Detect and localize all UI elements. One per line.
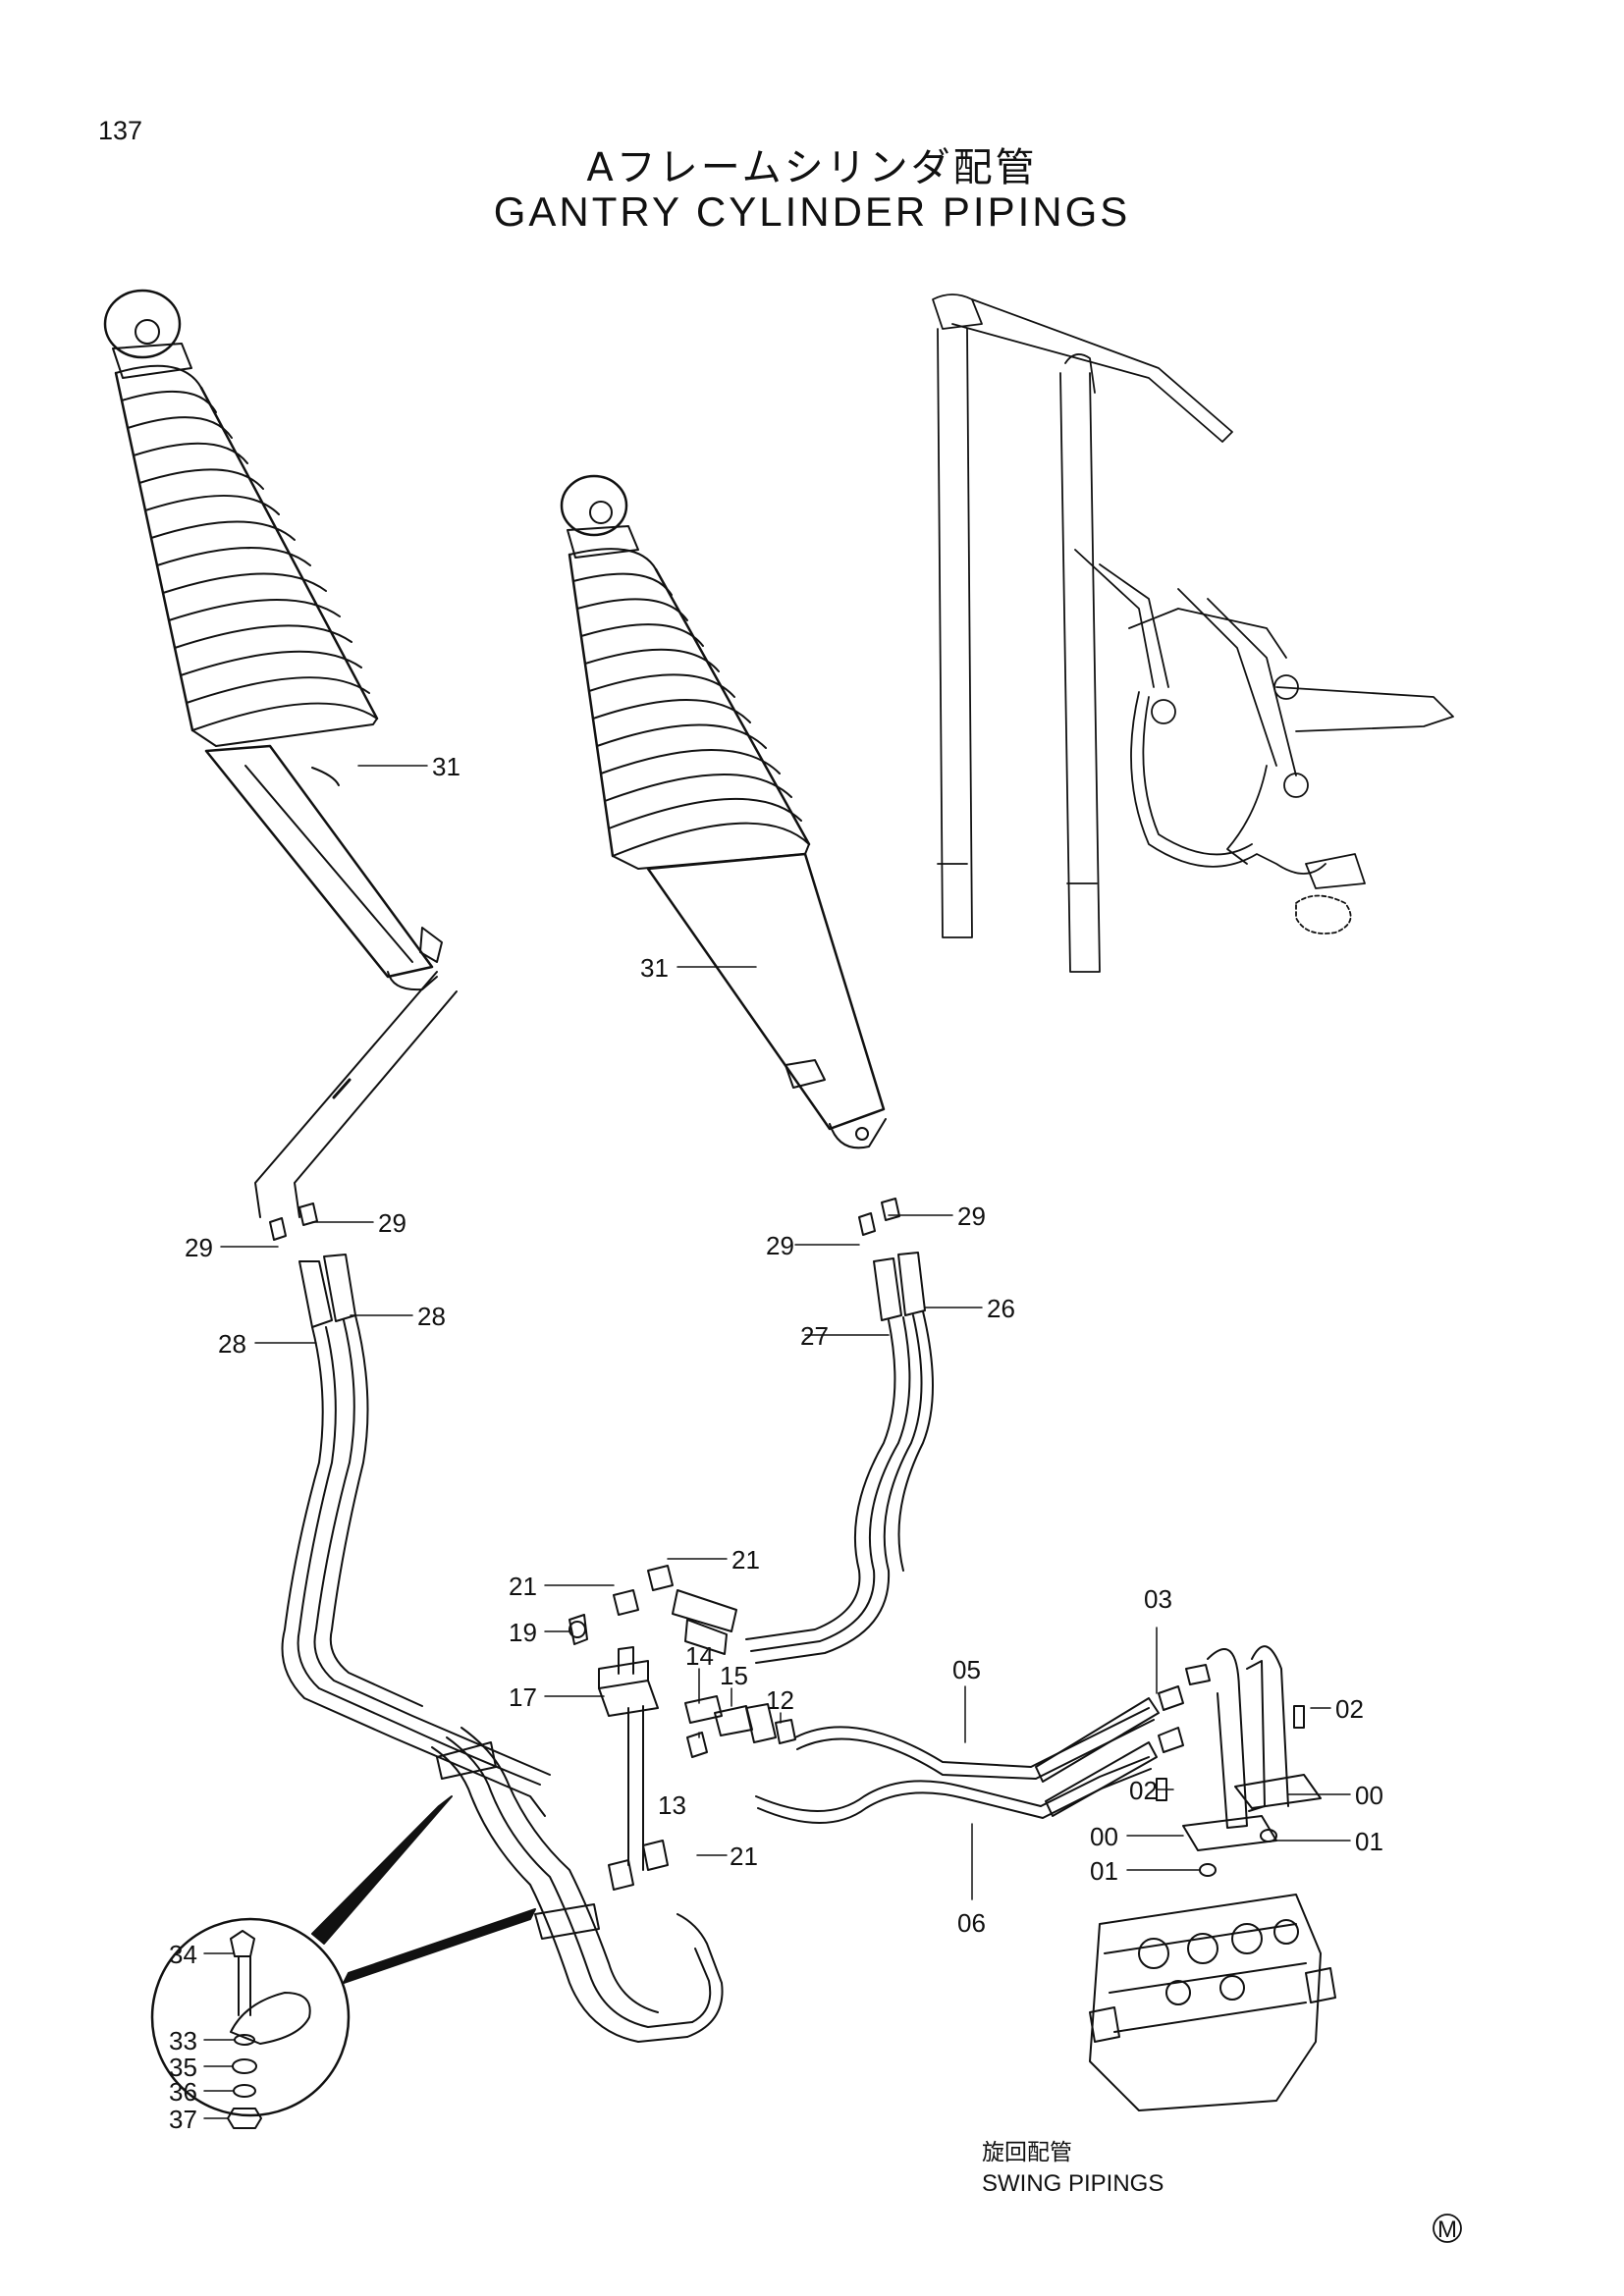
detail-circle-clamp bbox=[150, 1795, 536, 2129]
left-hoses bbox=[254, 971, 724, 2043]
callout-37: 37 bbox=[169, 2105, 197, 2134]
callout-29: 29 bbox=[766, 1231, 794, 1260]
gantry-overview bbox=[932, 294, 1454, 973]
page-number: 137 bbox=[98, 116, 143, 145]
manifold-fittings bbox=[568, 1565, 796, 1891]
swing-hoses-05-06 bbox=[755, 1685, 1184, 1824]
swing-caption-japanese: 旋回配管 bbox=[982, 2140, 1072, 2165]
callout-21: 21 bbox=[731, 1545, 760, 1575]
right-cylinder bbox=[560, 474, 887, 1149]
callout-29: 29 bbox=[185, 1233, 213, 1262]
callout-02: 02 bbox=[1129, 1776, 1158, 1805]
swing-caption-english: SWING PIPINGS bbox=[982, 2170, 1164, 2197]
callout-29: 29 bbox=[957, 1201, 986, 1231]
callout-03: 03 bbox=[1144, 1584, 1172, 1614]
callout-01: 01 bbox=[1090, 1856, 1118, 1886]
callout-12: 12 bbox=[766, 1685, 794, 1715]
callout-21: 21 bbox=[509, 1572, 537, 1601]
callout-28: 28 bbox=[417, 1302, 446, 1331]
callout-15: 15 bbox=[720, 1661, 748, 1690]
callout-00: 00 bbox=[1090, 1822, 1118, 1851]
m-mark-icon: M bbox=[1433, 2214, 1462, 2243]
callout-28: 28 bbox=[218, 1329, 246, 1359]
callout-06: 06 bbox=[957, 1908, 986, 1938]
callout-29: 29 bbox=[378, 1208, 406, 1238]
callout-13: 13 bbox=[658, 1790, 686, 1820]
svg-text:M: M bbox=[1437, 2216, 1457, 2243]
callout-05: 05 bbox=[952, 1655, 981, 1684]
callout-31: 31 bbox=[432, 752, 460, 781]
control-valve bbox=[1089, 1894, 1336, 2111]
callout-35: 35 bbox=[169, 2053, 197, 2082]
callout-labels: 31 31 29 29 29 29 28 28 27 26 21 21 21 1… bbox=[169, 752, 1462, 2243]
callout-14: 14 bbox=[685, 1641, 714, 1671]
swing-pipes bbox=[1156, 1645, 1322, 1877]
callout-26: 26 bbox=[987, 1294, 1015, 1323]
left-cylinder bbox=[103, 289, 443, 991]
callout-21: 21 bbox=[730, 1842, 758, 1871]
callout-34: 34 bbox=[169, 1940, 197, 1969]
callout-31: 31 bbox=[640, 953, 669, 983]
callout-36: 36 bbox=[169, 2077, 197, 2107]
leader-lines bbox=[203, 765, 1351, 2119]
callout-02: 02 bbox=[1335, 1694, 1364, 1724]
callout-19: 19 bbox=[509, 1618, 537, 1647]
title-japanese: Aフレームシリンダ配管 bbox=[586, 145, 1038, 190]
callout-01: 01 bbox=[1355, 1827, 1383, 1856]
callout-17: 17 bbox=[509, 1682, 537, 1712]
fitting-29-left-b bbox=[298, 1202, 318, 1226]
callout-27: 27 bbox=[800, 1321, 829, 1351]
callout-00: 00 bbox=[1355, 1781, 1383, 1810]
title-english: GANTRY CYLINDER PIPINGS bbox=[493, 188, 1131, 235]
fitting-29-left-a bbox=[269, 1217, 287, 1241]
right-hoses bbox=[672, 1198, 934, 1664]
callout-33: 33 bbox=[169, 2026, 197, 2056]
